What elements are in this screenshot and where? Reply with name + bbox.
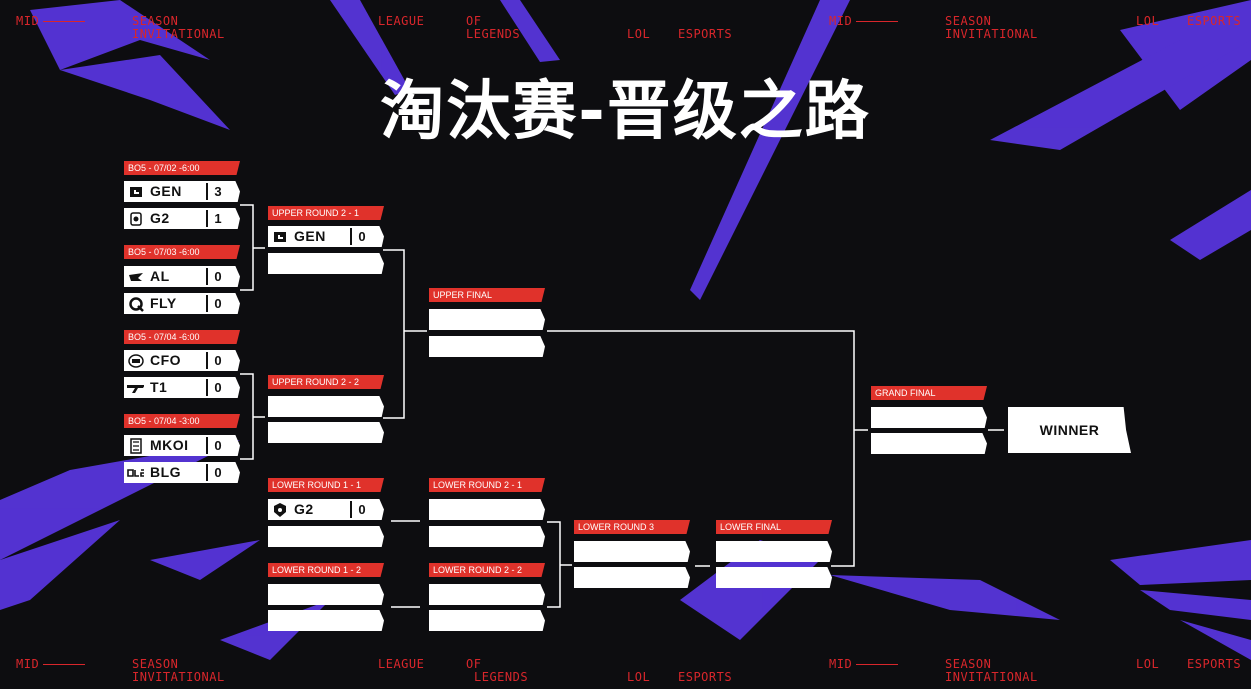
team-score: 0 <box>206 437 228 454</box>
lower-round2-2-tag: LOWER ROUND 2 - 2 <box>429 563 545 577</box>
t1-logo-icon <box>127 379 144 396</box>
ticker-esports-bottom-2: ESPORTS <box>1187 657 1242 671</box>
ticker-lol-bottom-2: LOL <box>1136 657 1160 671</box>
team-name: GEN <box>294 228 326 244</box>
match-3-tag: BO5 - 07/04 -6:00 <box>124 330 240 344</box>
ticker-mid-bottom: MID <box>16 658 86 671</box>
ticker-esports-bottom: ESPORTS <box>678 670 733 684</box>
team-name: MKOI <box>150 437 189 453</box>
ticker-lol: LOL <box>627 27 651 41</box>
grand-final-slot-b[interactable] <box>871 433 987 454</box>
lower-round1-2-tag: LOWER ROUND 1 - 2 <box>268 563 384 577</box>
g2-logo-icon <box>127 210 144 227</box>
upper-final-slot-a[interactable] <box>429 309 545 330</box>
winner-box[interactable]: WINNER <box>1008 407 1131 453</box>
ticker-esports: ESPORTS <box>678 27 733 41</box>
match-4-tag: BO5 - 07/04 -3:00 <box>124 414 240 428</box>
match-4-team-a[interactable]: MKOI 0 <box>124 435 240 456</box>
team-score: 0 <box>350 228 372 245</box>
al-logo-icon <box>127 268 144 285</box>
team-name: GEN <box>150 183 182 199</box>
match-1-team-b[interactable]: G2 1 <box>124 208 240 229</box>
lower-round3-slot-b[interactable] <box>574 567 690 588</box>
team-score: 3 <box>206 183 228 200</box>
ticker-mid-2: MID <box>829 15 899 28</box>
gen-logo-icon <box>271 228 288 245</box>
lower-round1-1-team-a[interactable]: G2 0 <box>268 499 384 520</box>
team-name: CFO <box>150 352 182 368</box>
team-score: 0 <box>206 352 228 369</box>
ticker-mid-bottom-2: MID <box>829 658 899 671</box>
team-score: 0 <box>350 501 372 518</box>
upper-round2-2-slot-b[interactable] <box>268 422 384 443</box>
upper-final-tag: UPPER FINAL <box>429 288 545 302</box>
ticker-esports-2: ESPORTS <box>1187 14 1242 28</box>
team-score: 0 <box>206 268 228 285</box>
team-score: 0 <box>206 379 228 396</box>
team-name: G2 <box>150 210 170 226</box>
mkoi-logo-icon <box>127 437 144 454</box>
match-1-team-a[interactable]: GEN 3 <box>124 181 240 202</box>
team-name: G2 <box>294 501 314 517</box>
match-2-team-a[interactable]: AL 0 <box>124 266 240 287</box>
lower-final-slot-a[interactable] <box>716 541 832 562</box>
lower-round2-1-slot-b[interactable] <box>429 526 545 547</box>
upper-round2-2-tag: UPPER ROUND 2 - 2 <box>268 375 384 389</box>
team-score: 0 <box>206 464 228 481</box>
lower-round3-slot-a[interactable] <box>574 541 690 562</box>
lower-round1-2-slot-a[interactable] <box>268 584 384 605</box>
ticker-lol-2: LOL <box>1136 14 1160 28</box>
ticker-lol-bottom: LOL <box>627 670 651 684</box>
g2-logo-icon <box>271 501 288 518</box>
grand-final-tag: GRAND FINAL <box>871 386 987 400</box>
upper-round2-1-team-a[interactable]: GEN 0 <box>268 226 384 247</box>
cfo-logo-icon <box>127 352 144 369</box>
lower-round1-1-tag: LOWER ROUND 1 - 1 <box>268 478 384 492</box>
upper-final-slot-b[interactable] <box>429 336 545 357</box>
lower-round3-tag: LOWER ROUND 3 <box>574 520 690 534</box>
upper-round2-1-slot-b[interactable] <box>268 253 384 274</box>
team-name: BLG <box>150 464 182 480</box>
ticker-mid: MID <box>16 15 86 28</box>
lower-round2-2-slot-a[interactable] <box>429 584 545 605</box>
upper-round2-1-tag: UPPER ROUND 2 - 1 <box>268 206 384 220</box>
match-3-team-b[interactable]: T1 0 <box>124 377 240 398</box>
ticker-league-bottom: LEAGUE <box>378 657 425 671</box>
upper-round2-2-slot-a[interactable] <box>268 396 384 417</box>
match-4-team-b[interactable]: BLG 0 <box>124 462 240 483</box>
match-1-tag: BO5 - 07/02 -6:00 <box>124 161 240 175</box>
team-name: T1 <box>150 379 168 395</box>
fly-logo-icon <box>127 295 144 312</box>
team-score: 1 <box>206 210 228 227</box>
lower-round2-1-slot-a[interactable] <box>429 499 545 520</box>
gen-logo-icon <box>127 183 144 200</box>
lower-final-slot-b[interactable] <box>716 567 832 588</box>
blg-logo-icon <box>127 464 144 481</box>
lower-round2-1-tag: LOWER ROUND 2 - 1 <box>429 478 545 492</box>
page-title: 淘汰赛-晋级之路 <box>380 75 871 149</box>
match-2-team-b[interactable]: FLY 0 <box>124 293 240 314</box>
grand-final-slot-a[interactable] <box>871 407 987 428</box>
team-name: AL <box>150 268 170 284</box>
match-2-tag: BO5 - 07/03 -6:00 <box>124 245 240 259</box>
lower-round1-2-slot-b[interactable] <box>268 610 384 631</box>
match-3-team-a[interactable]: CFO 0 <box>124 350 240 371</box>
lower-round2-2-slot-b[interactable] <box>429 610 545 631</box>
lower-final-tag: LOWER FINAL <box>716 520 832 534</box>
lower-round1-1-slot-b[interactable] <box>268 526 384 547</box>
ticker-league: LEAGUE <box>378 14 425 28</box>
team-score: 0 <box>206 295 228 312</box>
team-name: FLY <box>150 295 177 311</box>
